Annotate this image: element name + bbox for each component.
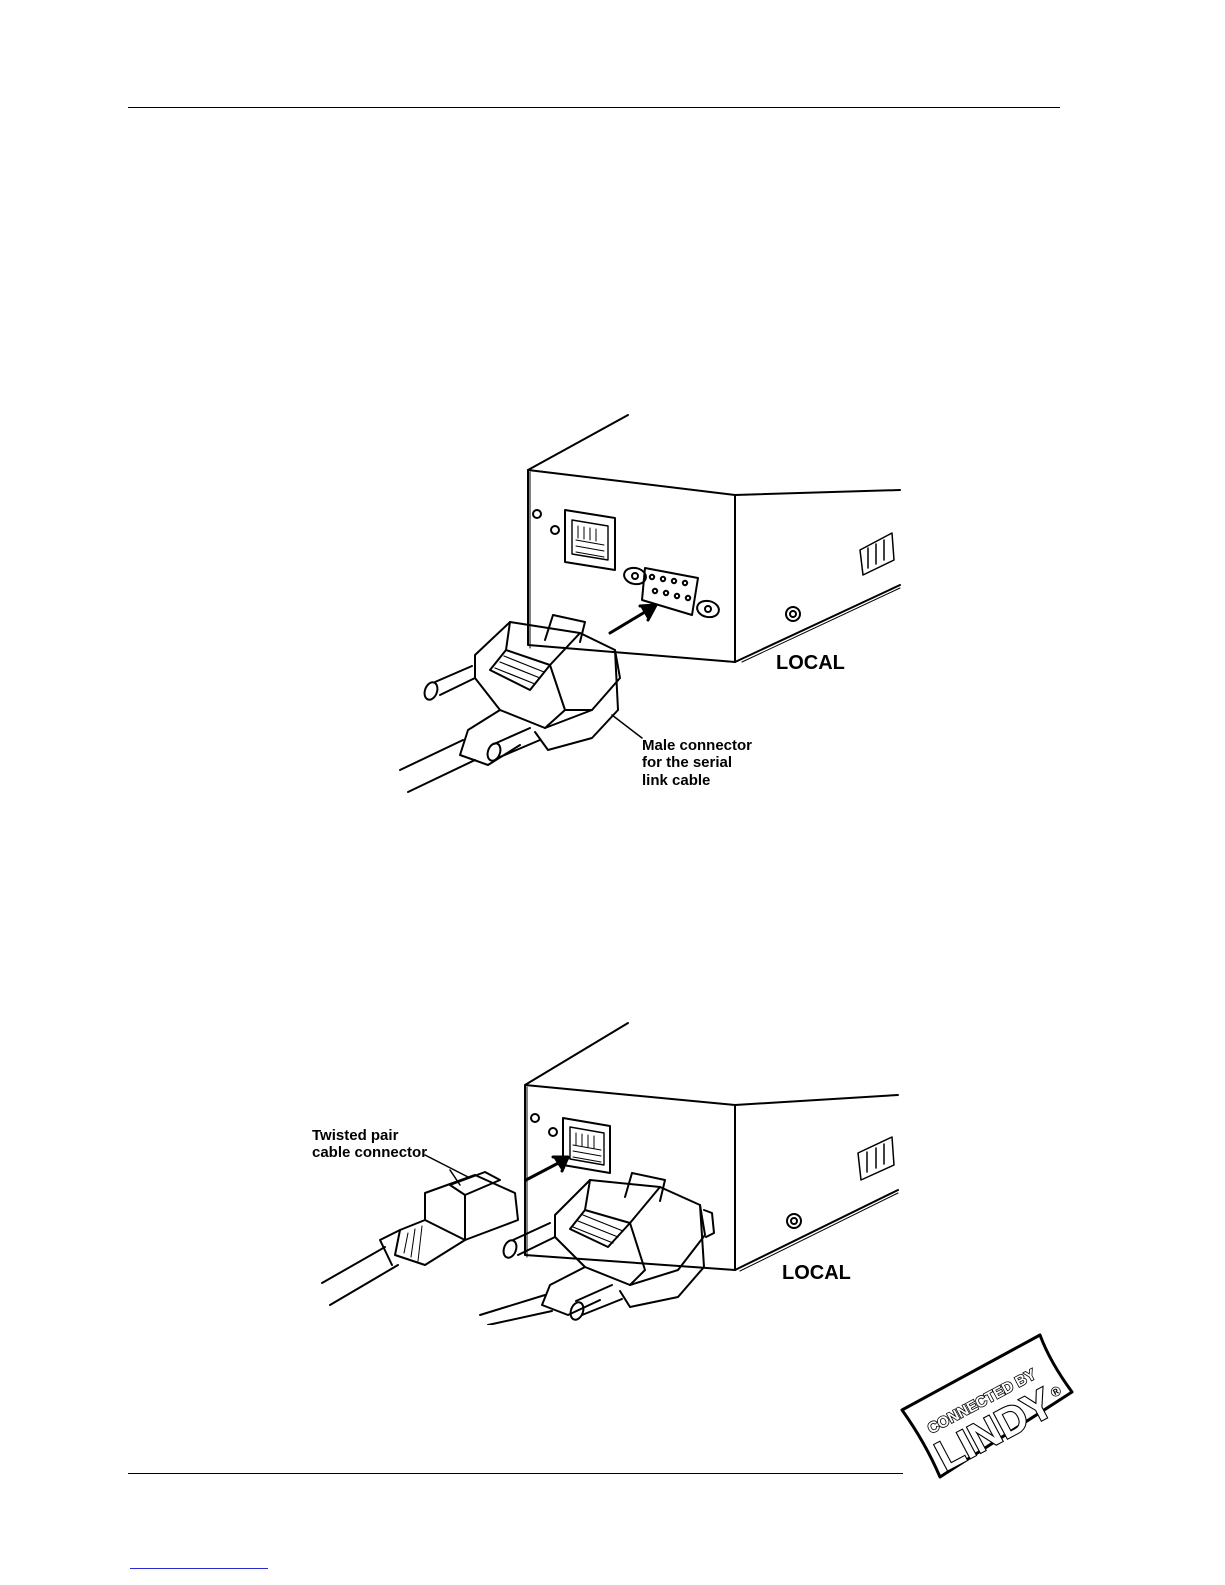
side-terminal-2 bbox=[858, 1137, 894, 1180]
male-plug bbox=[400, 615, 620, 792]
male-connector-label: Male connector for the serial link cable bbox=[642, 737, 752, 789]
side-terminal bbox=[860, 533, 894, 575]
insert-arrow bbox=[610, 605, 656, 633]
rj45-port bbox=[565, 510, 615, 570]
twisted-pair-label: Twisted pair cable connector bbox=[312, 1127, 427, 1162]
local-label-2: LOCAL bbox=[782, 1262, 851, 1285]
db9-port bbox=[623, 566, 721, 619]
rj45-port-2 bbox=[563, 1118, 610, 1173]
local-label-1: LOCAL bbox=[776, 652, 845, 675]
footer-link-underline bbox=[130, 1568, 268, 1569]
insert-arrow-2 bbox=[526, 1157, 568, 1180]
footer-rule bbox=[128, 1473, 903, 1474]
connected-by-lindy-logo: CONNECTED BY LINDY ® bbox=[900, 1332, 1075, 1482]
rj45-plug bbox=[322, 1170, 518, 1305]
header-rule bbox=[128, 107, 1060, 108]
